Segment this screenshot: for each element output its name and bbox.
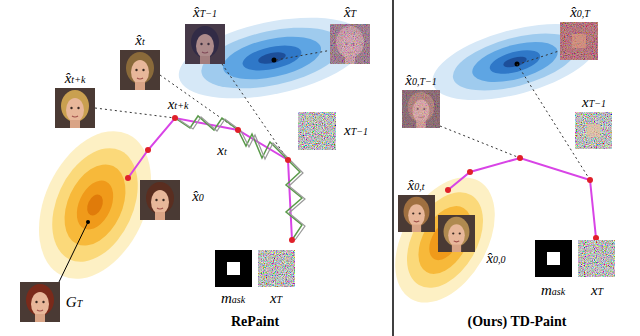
tint bbox=[330, 24, 370, 64]
face-image bbox=[185, 24, 225, 64]
gt-pointer bbox=[58, 222, 88, 284]
math-label: xT bbox=[591, 282, 603, 299]
noise-image bbox=[560, 22, 598, 60]
point bbox=[289, 237, 295, 243]
noise-image bbox=[560, 22, 598, 60]
math-label: x̂0,0 bbox=[486, 250, 505, 267]
panel: RePaint bbox=[0, 0, 392, 336]
trajectory-points bbox=[125, 115, 295, 243]
point bbox=[445, 187, 451, 193]
noise-image bbox=[578, 240, 615, 277]
math-label: GT bbox=[66, 294, 82, 311]
math-label: xt bbox=[217, 142, 226, 159]
leader-line bbox=[519, 50, 562, 64]
contour bbox=[487, 46, 542, 79]
mean-dot bbox=[272, 58, 277, 63]
gt-point bbox=[86, 220, 90, 224]
point bbox=[145, 147, 151, 153]
mask-hole bbox=[547, 252, 560, 265]
contour bbox=[240, 41, 303, 75]
math-label: mask bbox=[221, 290, 245, 307]
contour bbox=[257, 50, 286, 66]
face-image bbox=[140, 180, 180, 220]
face-patch bbox=[587, 124, 600, 137]
contour bbox=[70, 175, 121, 236]
face-image bbox=[398, 195, 435, 232]
point bbox=[235, 127, 241, 133]
math-label: xT−1 bbox=[582, 94, 606, 111]
point bbox=[467, 169, 473, 175]
math-label: x̂0,T bbox=[570, 4, 590, 21]
panel: (Ours) TD-Paint bbox=[394, 0, 640, 336]
contour bbox=[84, 192, 106, 218]
face-image bbox=[438, 215, 475, 252]
point bbox=[125, 175, 131, 181]
contour bbox=[468, 34, 562, 90]
noise-image bbox=[298, 112, 336, 150]
panel-title: (Ours) TD-Paint bbox=[468, 314, 567, 330]
noise-image bbox=[402, 90, 440, 128]
panel-title: RePaint bbox=[231, 314, 279, 330]
face-image bbox=[402, 90, 440, 128]
face-image bbox=[55, 88, 95, 128]
math-label: xT−1 bbox=[344, 122, 368, 139]
contour bbox=[35, 135, 155, 276]
noise-distribution bbox=[172, 3, 373, 113]
mask-hole bbox=[227, 262, 240, 275]
trajectory bbox=[128, 118, 292, 240]
noise-distribution bbox=[425, 9, 606, 115]
panel-divider bbox=[392, 0, 394, 336]
leader-lines bbox=[95, 50, 332, 160]
resampling-zigzag bbox=[175, 116, 302, 240]
math-label: x̂0,t bbox=[408, 177, 425, 194]
leader-line bbox=[222, 64, 288, 160]
contour bbox=[391, 179, 498, 301]
point bbox=[517, 155, 523, 161]
mask-image bbox=[535, 240, 572, 277]
resampling-zigzag bbox=[178, 117, 305, 240]
leader-line bbox=[440, 126, 520, 158]
face-image bbox=[330, 24, 370, 64]
math-label: xT bbox=[270, 290, 282, 307]
data-distribution bbox=[375, 160, 516, 320]
noise-image bbox=[575, 112, 612, 149]
face-image bbox=[20, 282, 60, 322]
leader-line bbox=[95, 108, 175, 118]
point bbox=[587, 177, 593, 183]
math-label: x̂0 bbox=[192, 188, 204, 205]
contour bbox=[502, 55, 528, 70]
leader-lines bbox=[440, 50, 590, 180]
leader-line bbox=[276, 50, 332, 60]
math-label: mask bbox=[541, 282, 565, 299]
math-label: x̂T bbox=[344, 4, 356, 21]
contour bbox=[425, 9, 606, 115]
math-label: x̂t+k bbox=[65, 70, 86, 87]
contour bbox=[219, 29, 325, 87]
math-label: x̂0,T−1 bbox=[405, 72, 436, 89]
math-label: xt+k bbox=[168, 96, 189, 113]
face-patch bbox=[572, 34, 586, 48]
mask-image bbox=[215, 250, 252, 287]
point bbox=[172, 115, 178, 121]
tint bbox=[402, 90, 440, 128]
face-image bbox=[120, 50, 160, 90]
contour bbox=[375, 160, 516, 320]
math-label: x̂T−1 bbox=[193, 4, 217, 21]
contour bbox=[172, 3, 373, 113]
tint bbox=[185, 24, 225, 64]
contour bbox=[52, 155, 137, 256]
point bbox=[285, 157, 291, 163]
noise-image bbox=[330, 24, 370, 64]
math-label: x̂t bbox=[135, 32, 144, 49]
noise-image bbox=[258, 250, 295, 287]
